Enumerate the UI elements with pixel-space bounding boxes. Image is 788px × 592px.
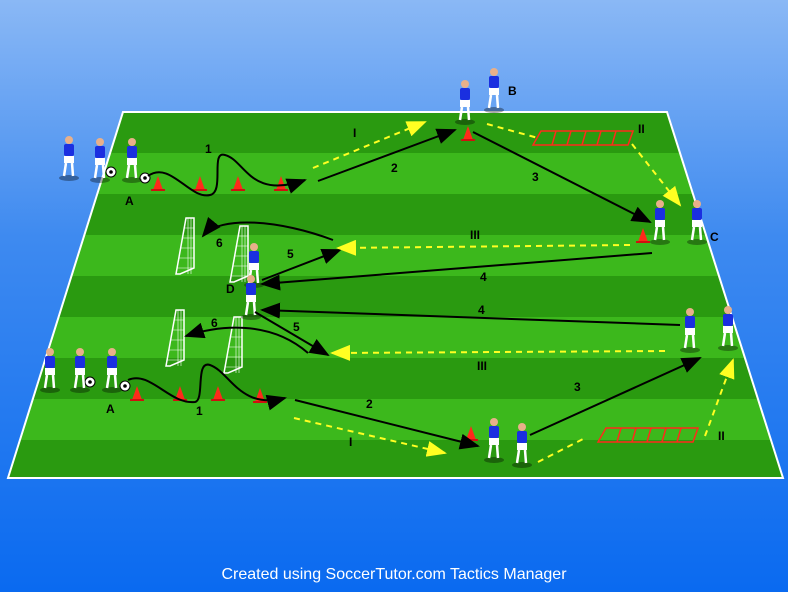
label-II-bottom: II: [718, 429, 725, 443]
label-6-bottom: 6: [211, 316, 218, 330]
label-3-top: 3: [532, 170, 539, 184]
label-1-bottom: 1: [196, 404, 203, 418]
label-b: B: [508, 84, 517, 98]
label-II-top: II: [638, 122, 645, 136]
pass-arrows: [293, 121, 733, 463]
label-4-top: 4: [480, 270, 487, 284]
label-5-top: 5: [287, 247, 294, 261]
label-III-top: III: [470, 228, 480, 242]
label-1-top: 1: [205, 142, 212, 156]
label-3-bottom: 3: [574, 380, 581, 394]
label-III-bottom: III: [477, 359, 487, 373]
footer-credit: Created using SoccerTutor.com Tactics Ma…: [221, 566, 567, 583]
movement-arrows: [127, 128, 702, 450]
label-6-top: 6: [216, 236, 223, 250]
label-2-bottom: 2: [366, 397, 373, 411]
label-c: C: [710, 230, 719, 244]
labels: A A B C D 1 2 3 4 5 6 1 2 3 4 5 6 I II I…: [106, 84, 725, 449]
label-a-bottom: A: [106, 402, 115, 416]
label-2-top: 2: [391, 161, 398, 175]
label-4-bottom: 4: [478, 303, 485, 317]
label-I-top: I: [353, 126, 356, 140]
label-a-top: A: [125, 194, 134, 208]
label-I-bottom: I: [349, 435, 352, 449]
label-5-bottom: 5: [293, 320, 300, 334]
label-d: D: [226, 282, 235, 296]
